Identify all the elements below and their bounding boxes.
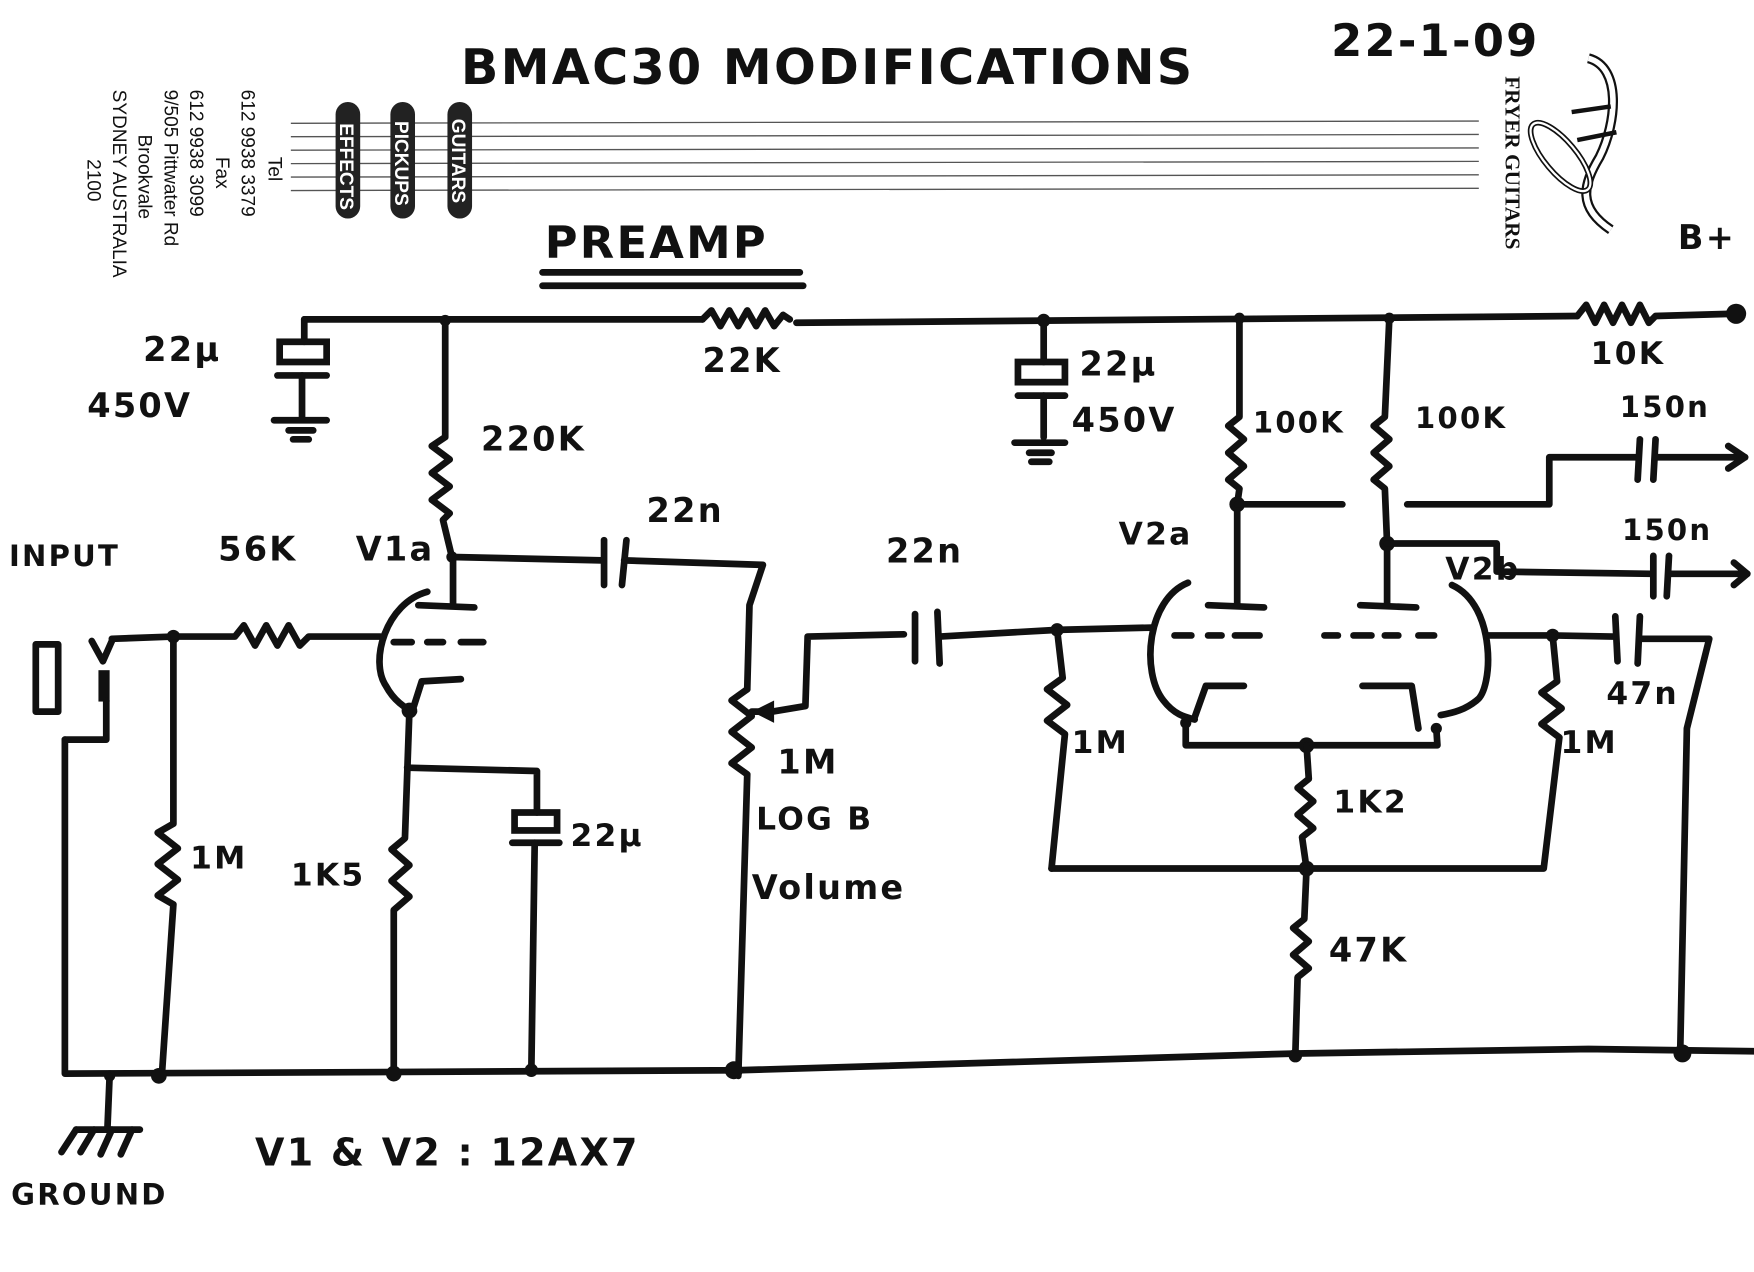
grid-resistor-v2b-value: 1M [1560, 725, 1617, 761]
tail-resistor-value: 47K [1329, 931, 1408, 970]
input-resistor-1m-value: 1M [190, 841, 247, 877]
tel-number: 612 9938 3379 [237, 90, 258, 217]
address-line-4: 2100 [82, 159, 103, 201]
fax-label: Fax [211, 157, 232, 189]
letterhead: Tel 612 9938 3379 Fax 612 9938 3099 9/50… [82, 53, 1618, 278]
output-capacitor-1-value: 150n [1620, 390, 1710, 424]
guitar-strings-decoration [290, 120, 1479, 192]
ground-label: GROUND [11, 1178, 168, 1212]
filter-capacitor-2-value: 22µ [1079, 344, 1157, 383]
grid-resistor-v2b [1305, 632, 1565, 872]
output-capacitor-1 [1403, 435, 1749, 508]
address-line-1: 9/505 Pittwater Rd [159, 90, 180, 247]
pill-guitars: GUITARS [447, 101, 473, 219]
dropper-resistor-2-value: 10K [1591, 336, 1666, 372]
svg-text:PREAMP: PREAMP [545, 216, 768, 269]
volume-pot-name: Volume [752, 868, 906, 907]
filter-capacitor-1-value: 22µ [143, 330, 221, 369]
output-capacitor-2-value: 150n [1622, 513, 1712, 547]
pill-effects: EFFECTS [335, 101, 361, 219]
address-line-2: Brookvale [134, 134, 155, 219]
grid-stopper-resistor [170, 621, 384, 649]
tube-v1a [376, 553, 487, 716]
filter-capacitor-1 [270, 316, 330, 443]
tel-label: Tel [263, 157, 284, 181]
coupling-capacitor-1-value: 22n [647, 491, 724, 530]
tube-type-note: V1 & V2 : 12AX7 [255, 1131, 640, 1175]
plate-resistor-v2b [1370, 314, 1395, 552]
ground-symbol-icon [1011, 439, 1069, 466]
coupling-capacitor-2 [911, 608, 1156, 667]
chassis-ground-icon [58, 1072, 144, 1158]
plate-resistor-v2a-value: 100K [1253, 406, 1345, 440]
cathode-network-v2 [1048, 717, 1442, 1057]
cathode-resistor-v1-value: 1K5 [291, 857, 366, 893]
date-text: 22-1-09 [1331, 14, 1539, 67]
grid-resistor-v2a [1043, 626, 1071, 872]
plate-resistor-v1a [428, 317, 458, 563]
plate-resistor-v2a [1224, 314, 1346, 513]
ground-symbol-icon [270, 416, 330, 443]
input-label: INPUT [9, 539, 120, 573]
b-plus-label: B+ [1678, 218, 1736, 257]
svg-text:EFFECTS: EFFECTS [335, 123, 356, 210]
volume-potentiometer[interactable] [728, 630, 908, 1080]
fryer-logo-icon [1527, 53, 1618, 234]
coupling-capacitor-1 [448, 536, 767, 693]
plate-resistor-v1a-value: 220K [481, 419, 586, 458]
grid-stopper-value: 56K [218, 529, 297, 568]
tube-v1a-label: V1a [356, 529, 435, 568]
svg-text:PICKUPS: PICKUPS [390, 121, 411, 206]
volume-pot-value: 1M [777, 742, 838, 781]
coupling-capacitor-2-value: 22n [886, 532, 963, 571]
cathode-capacitor-v1-value: 22µ [570, 818, 643, 854]
filter-capacitor-2-voltage: 450V [1072, 400, 1177, 439]
input-jack[interactable] [32, 633, 177, 744]
pill-pickups: PICKUPS [390, 101, 416, 219]
fax-number: 612 9938 3099 [185, 90, 206, 217]
plate-resistor-v2b-value: 100K [1415, 401, 1507, 435]
brand-name: FRYER GUITARS [1501, 76, 1525, 249]
address-line-3: SYDNEY AUSTRALIA [108, 90, 129, 278]
wiper-arrow-icon [751, 700, 775, 723]
cathode-network-v1 [388, 702, 563, 1077]
cathode-resistor-v2-value: 1K2 [1333, 784, 1408, 820]
dropper-resistor-1-value: 22K [702, 341, 781, 380]
filter-capacitor-1-voltage: 450V [87, 386, 192, 425]
svg-text:GUITARS: GUITARS [447, 119, 468, 203]
tube-v2 [1147, 500, 1492, 732]
filter-capacitor-2 [1011, 317, 1069, 466]
coupling-capacitor-3-value: 47n [1606, 676, 1679, 712]
b-plus-terminal [1726, 303, 1747, 324]
page-title: BMAC30 MODIFICATIONS [461, 38, 1195, 96]
grid-resistor-v2a-value: 1M [1072, 725, 1129, 761]
tube-v2a-label: V2a [1119, 517, 1193, 553]
ground-rail [61, 736, 1754, 1084]
section-heading: PREAMP [539, 216, 807, 290]
output-arrow-icon [1724, 442, 1749, 472]
input-resistor-1m [154, 629, 182, 1074]
volume-pot-taper: LOG B [756, 801, 873, 837]
output-arrow-icon [1730, 559, 1751, 589]
b-plus-rail [300, 301, 1747, 330]
output-capacitor-2 [1383, 540, 1751, 600]
